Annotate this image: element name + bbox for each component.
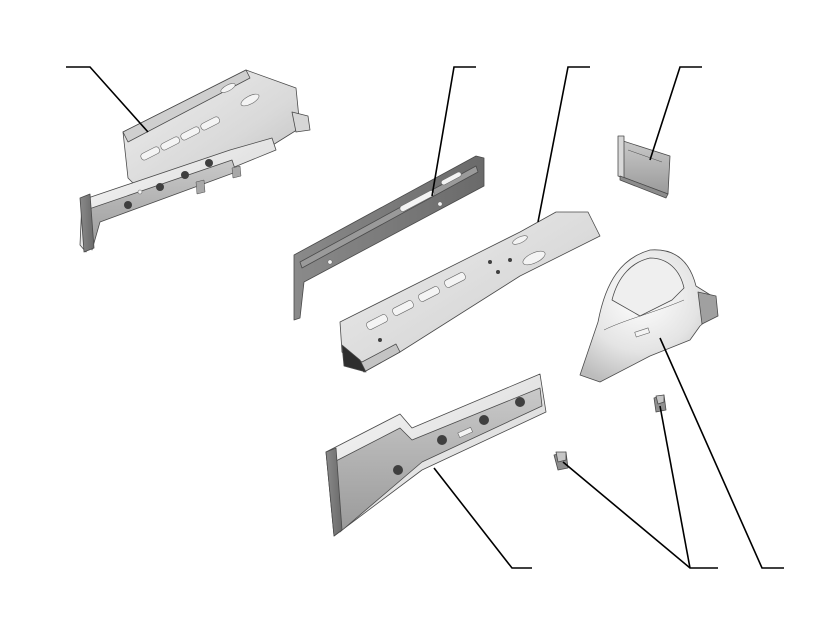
mounting-clip xyxy=(653,394,667,413)
leader-line-floor-pan xyxy=(537,66,590,223)
leader-lines xyxy=(66,66,784,569)
leader-line-rear-frame-rail xyxy=(66,66,149,133)
leader-line-mounting-clips xyxy=(562,461,718,569)
leader-line-mounting-clip-2 xyxy=(659,405,691,569)
leader-line-inner-reinforcement xyxy=(431,66,476,197)
outer-side-member xyxy=(325,373,547,537)
rear-wheelhouse-panel xyxy=(579,249,719,383)
small-gusset-plate xyxy=(617,135,671,199)
rear-frame-rail-assembly xyxy=(79,69,311,253)
mounting-clip xyxy=(553,451,569,471)
leader-line-gusset-plate xyxy=(649,66,702,161)
leader-line-outer-side-member xyxy=(433,467,532,569)
leader-line-wheelhouse-panel xyxy=(659,337,784,569)
